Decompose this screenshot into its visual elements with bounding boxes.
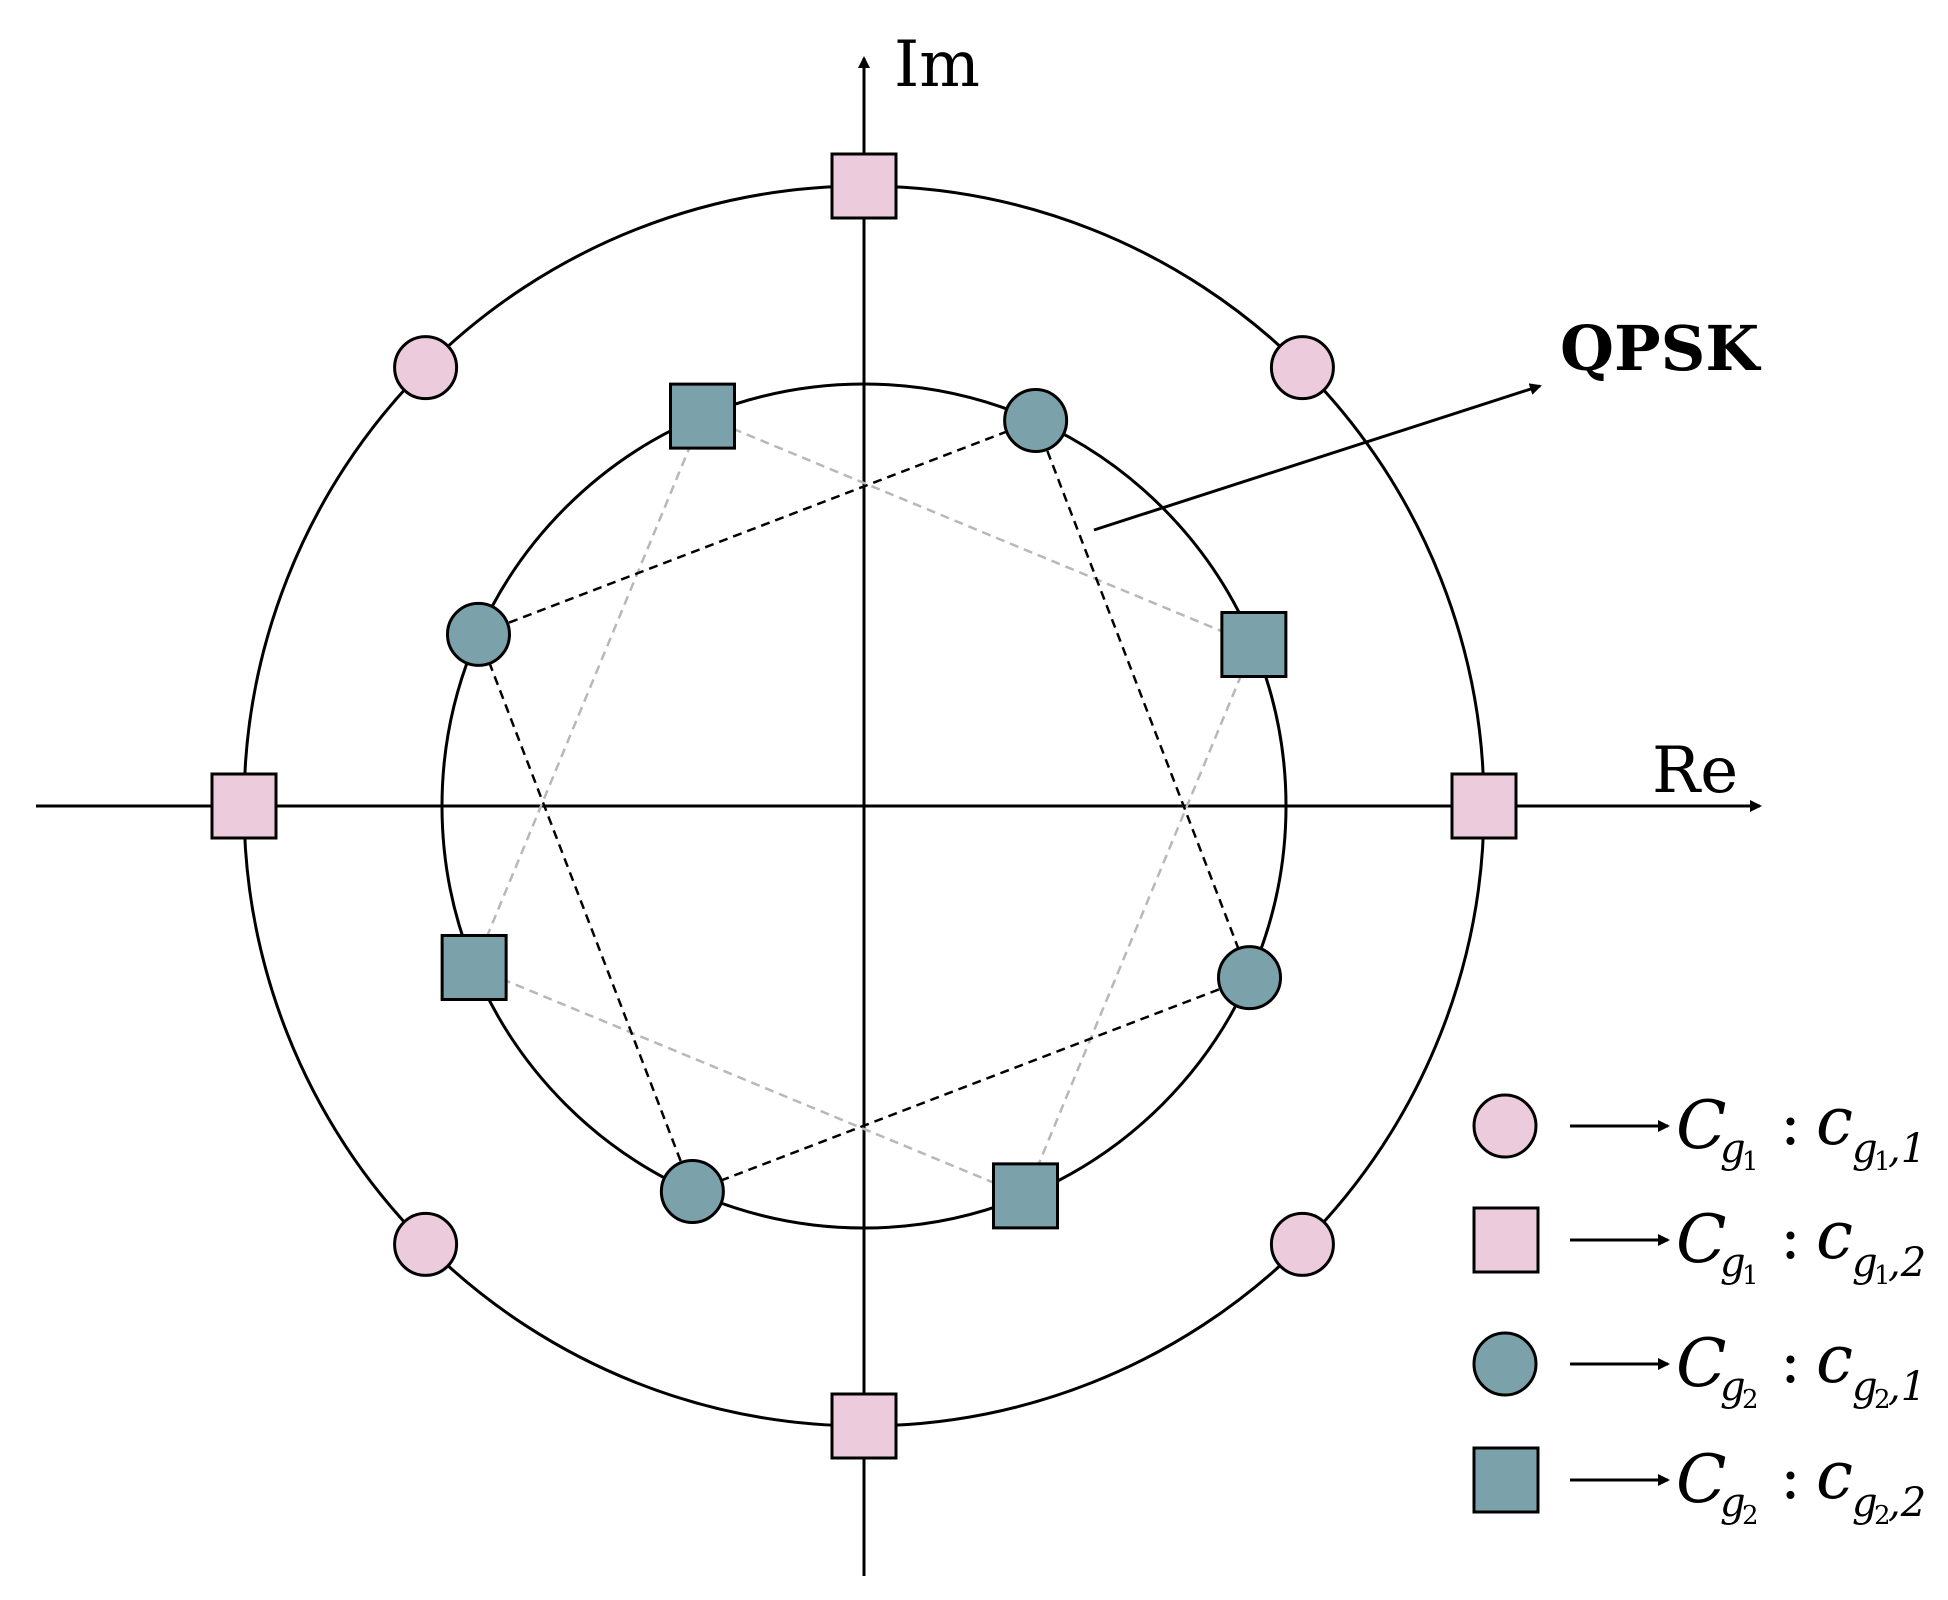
qpsk-dashed-link: [478, 419, 1037, 636]
legend-element-symbol: c: [1816, 1083, 1853, 1160]
legend-colon: :: [1780, 1200, 1801, 1273]
legend-set-subscript: g: [1720, 1126, 1746, 1172]
point-g2-square: [669, 382, 737, 450]
imaginary-axis-label: Im: [894, 28, 980, 102]
legend-element-subscript: g: [1852, 1364, 1878, 1410]
legend-set-subscript-index: 1: [1742, 1147, 1759, 1177]
legend-colon: :: [1780, 1086, 1801, 1159]
inner-ring: [440, 382, 1288, 1230]
point-g2-circle: [1003, 387, 1069, 453]
legend-set-subscript-index: 1: [1742, 1261, 1759, 1291]
legend-set-symbol: C: [1676, 1087, 1727, 1164]
legend-set-subscript-index: 2: [1742, 1501, 1759, 1531]
legend-set-symbol: C: [1676, 1201, 1727, 1278]
point-g2-square: [440, 933, 508, 1001]
legend-element-index: ,1: [1888, 1126, 1926, 1172]
qpsk-dashed-link: [473, 966, 1026, 1198]
point-g1-square: [830, 1392, 898, 1460]
legend-set-subscript: g: [1720, 1480, 1746, 1526]
qpsk-dashed-link: [702, 414, 1255, 646]
legend-circle-swatch: [1472, 1093, 1538, 1159]
legend-set-subscript: g: [1720, 1240, 1746, 1286]
qpsk-pointer-arrow: [1093, 383, 1542, 532]
constellation-points: [210, 152, 1518, 1460]
qpsk-dashed-link: [1024, 644, 1256, 1197]
qpsk-dashed-link: [691, 976, 1250, 1193]
legend-square-swatch: [1472, 1446, 1540, 1514]
legend-element-symbol: c: [1816, 1197, 1853, 1274]
point-g2-circle: [445, 601, 511, 667]
point-g2-square: [1220, 611, 1288, 679]
qpsk-square-links: [472, 414, 1256, 1198]
legend-element-subscript: g: [1852, 1240, 1878, 1286]
legend-colon: :: [1780, 1440, 1801, 1513]
qpsk-label: QPSK: [1560, 312, 1761, 385]
point-g1-square: [210, 772, 278, 840]
point-g1-square: [830, 152, 898, 220]
qpsk-dashed-link: [1034, 420, 1251, 979]
legend-set-subscript: g: [1720, 1364, 1746, 1410]
legend-element-subscript-index: 2: [1874, 1385, 1891, 1415]
qpsk-circle-links: [477, 419, 1251, 1193]
legend-square-swatch: [1472, 1206, 1540, 1274]
point-g1-circle: [1269, 335, 1335, 401]
legend-circle-swatch: [1472, 1331, 1538, 1397]
legend-element-symbol: c: [1816, 1321, 1853, 1398]
legend-element-subscript: g: [1852, 1126, 1878, 1172]
legend-element-symbol: c: [1816, 1437, 1853, 1514]
point-g2-square: [991, 1162, 1059, 1230]
legend-set-symbol: C: [1676, 1325, 1727, 1402]
point-g1-circle: [1269, 1211, 1335, 1277]
legend-element-subscript-index: 1: [1874, 1147, 1891, 1177]
legend-set-symbol: C: [1676, 1441, 1727, 1518]
point-g1-square: [1450, 772, 1518, 840]
point-g1-circle: [393, 1211, 459, 1277]
legend-element-subscript: g: [1852, 1480, 1878, 1526]
legend-element-index: ,2: [1888, 1240, 1926, 1286]
qpsk-dashed-link: [477, 633, 694, 1192]
legend-element-subscript-index: 1: [1874, 1261, 1891, 1291]
legend-element-index: ,2: [1888, 1480, 1926, 1526]
legend-set-subscript-index: 2: [1742, 1385, 1759, 1415]
legend-element-subscript-index: 2: [1874, 1501, 1891, 1531]
legend-element-index: ,1: [1888, 1364, 1926, 1410]
legend-colon: :: [1780, 1324, 1801, 1397]
point-g1-circle: [393, 335, 459, 401]
point-g2-circle: [1217, 945, 1283, 1011]
real-axis-label: Re: [1652, 734, 1738, 808]
qpsk-dashed-link: [472, 415, 704, 968]
point-g2-circle: [659, 1159, 725, 1225]
